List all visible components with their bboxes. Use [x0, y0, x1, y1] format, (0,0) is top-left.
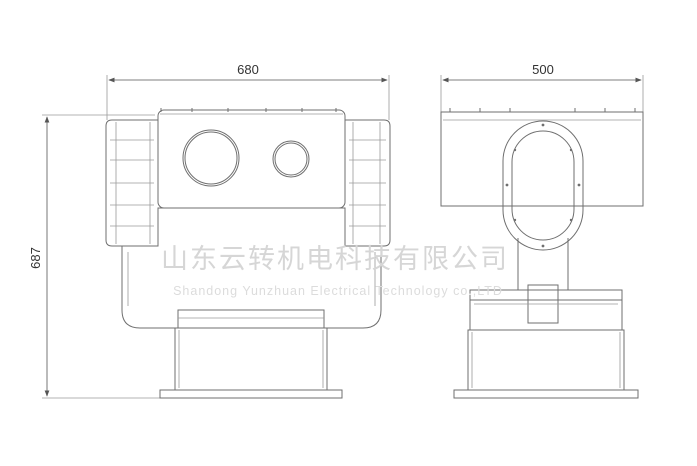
base-side [453, 329, 639, 399]
small-lens-icon [272, 140, 310, 178]
column-side [517, 238, 569, 324]
height-label: 687 [28, 247, 43, 269]
watermark-company-cn: 山东云转机电科技有限公司 [161, 244, 509, 275]
neck-plate-front [177, 309, 325, 329]
side-width-label: 500 [532, 62, 554, 77]
base-front [159, 327, 343, 399]
watermark-company-en: Shandong Yunzhuan Electrical Technology … [173, 284, 503, 298]
front-width-dimension: 680 [106, 62, 390, 120]
yoke-side-stadium [502, 120, 584, 251]
side-view: 500 [440, 62, 644, 399]
large-lens-icon [182, 129, 240, 187]
yoke-front [121, 207, 382, 329]
right-side-drum [345, 119, 391, 247]
camera-housing-front [157, 108, 346, 209]
watermark: 山东云转机电科技有限公司 Shandong Yunzhuan Electrica… [161, 244, 509, 298]
camera-housing-side [440, 108, 644, 207]
height-dimension: 687 [28, 114, 160, 399]
front-width-label: 680 [237, 62, 259, 77]
left-side-drum [105, 119, 158, 247]
front-view: 680 687 [28, 62, 391, 399]
side-width-dimension: 500 [440, 62, 644, 112]
